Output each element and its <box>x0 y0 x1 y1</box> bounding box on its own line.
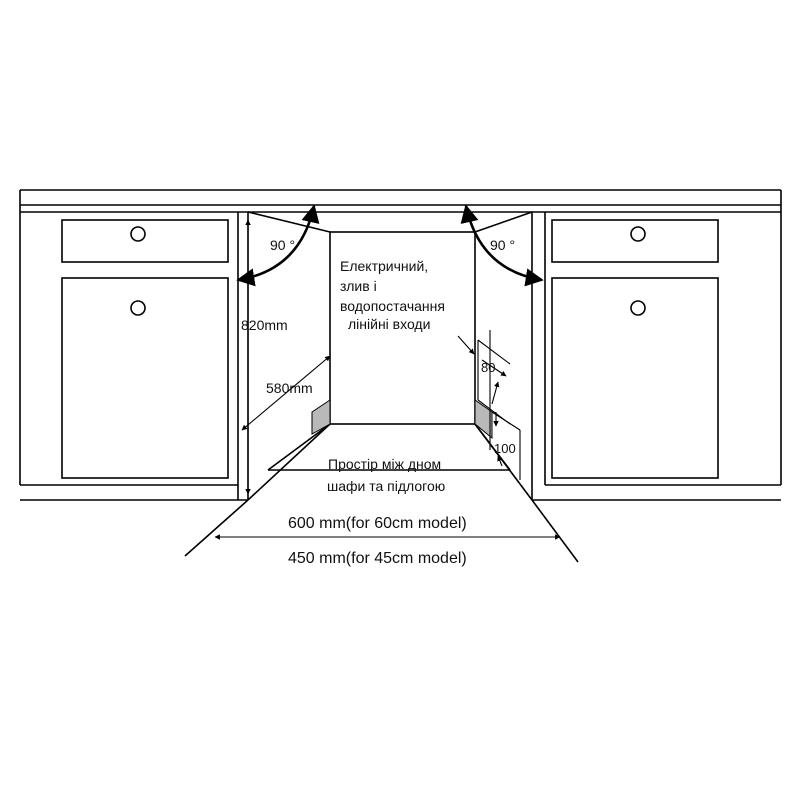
inlet-note-line-3: водопостачання <box>340 298 445 314</box>
inlet-note-line-1: Електричний, <box>340 258 428 274</box>
right-drawer-knob <box>630 226 646 242</box>
right-door-knob <box>630 300 646 316</box>
left-door-knob <box>130 300 146 316</box>
left-plinth-block <box>311 399 331 435</box>
right-plinth-block <box>474 399 493 440</box>
inlet-pointer <box>457 335 475 355</box>
left-drawer <box>61 219 229 263</box>
angle-right-label: 90 ° <box>490 237 515 253</box>
angle-right <box>460 204 544 287</box>
width-60-label: 600 mm(for 60cm model) <box>288 515 467 532</box>
depth-label: 580mm <box>266 380 313 396</box>
width-45-label: 450 mm(for 45cm model) <box>288 550 467 567</box>
height-label: 820mm <box>241 317 288 333</box>
gap-note-line-1: Простір між дном <box>328 456 441 472</box>
inlet-note-line-4: лінійні входи <box>348 316 430 332</box>
side-dimension-100 <box>493 412 503 467</box>
left-drawer-knob <box>130 226 146 242</box>
countertop <box>19 189 782 213</box>
left-cabinet <box>19 212 249 501</box>
right-door <box>551 277 719 479</box>
inlet-note-line-2: злив і <box>340 278 377 294</box>
niche-back-wall <box>329 231 476 425</box>
right-cabinet <box>531 212 782 501</box>
side-top-label: 80 <box>481 360 495 375</box>
gap-note-line-2: шафи та підлогою <box>327 478 445 494</box>
depth-dimension <box>241 355 331 431</box>
side-bottom-label: 100 <box>494 441 516 456</box>
angle-left-label: 90 ° <box>270 237 295 253</box>
side-dimension-80 <box>481 359 507 405</box>
width-dimension <box>184 499 579 563</box>
